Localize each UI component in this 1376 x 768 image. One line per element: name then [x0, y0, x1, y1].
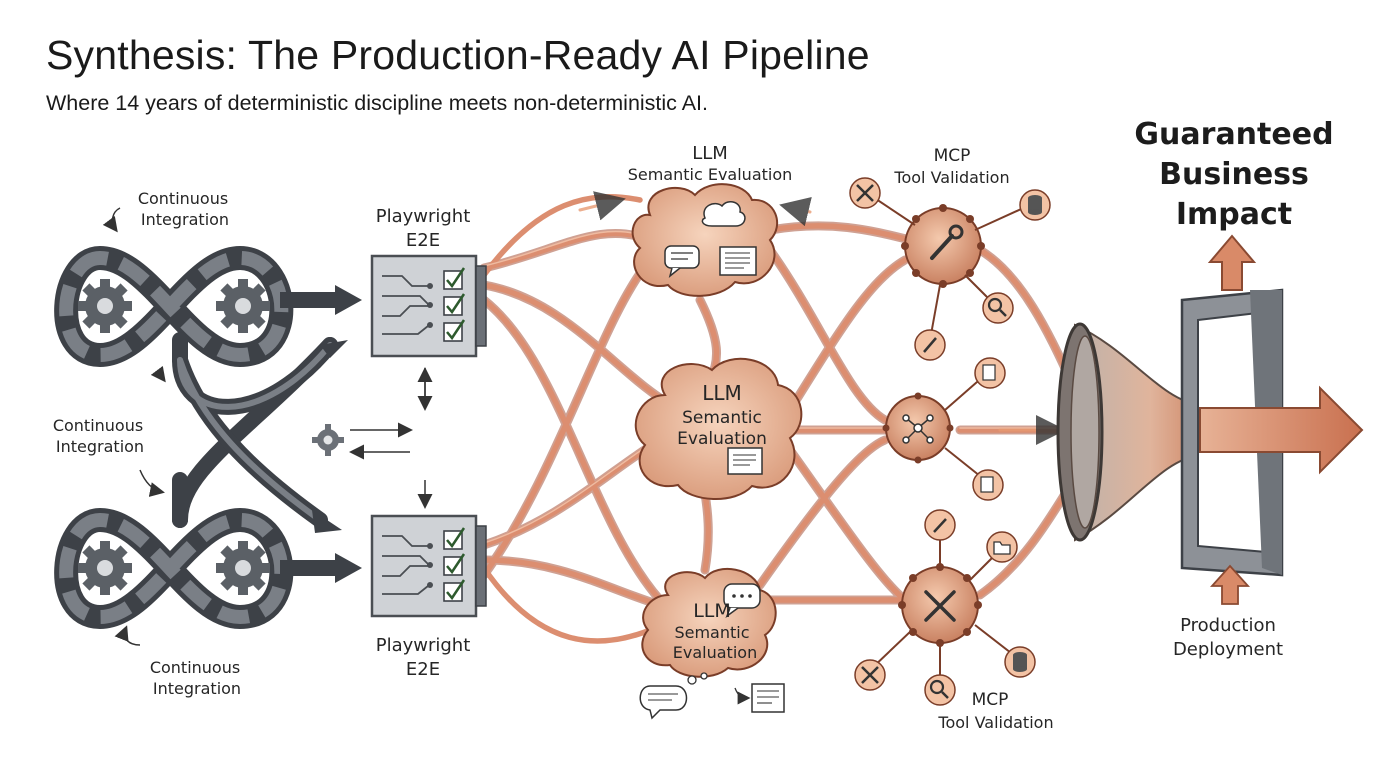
mcp-hub-bottom: [898, 563, 982, 647]
ci-label-middle-line1: Continuous: [53, 416, 143, 435]
magnifier-icon: [924, 674, 956, 706]
database-icon: [1004, 646, 1036, 678]
document-icon: [719, 246, 757, 276]
database-icon: [1019, 189, 1051, 221]
playwright-label-bottom-line1: Playwright: [376, 635, 471, 656]
speech-bubble-icon: [664, 245, 700, 278]
llm-label-bottom-line1: LLM: [693, 600, 731, 622]
mcp-label-bottom-line2: Tool Validation: [937, 713, 1053, 732]
tools-icon: [854, 659, 886, 691]
mcp-hub-top: [901, 204, 985, 288]
playwright-panel-top: [370, 254, 487, 358]
playwright-label-top-line1: Playwright: [376, 206, 471, 227]
thought-cloud-icon: [701, 201, 746, 227]
page-title: Synthesis: The Production-Ready AI Pipel…: [46, 32, 870, 78]
tools-icon: [849, 177, 881, 209]
llm-label-bottom-line2: Semantic: [674, 623, 749, 642]
impact-headline-line3: Impact: [1176, 197, 1292, 232]
playwright-label-bottom-line2: E2E: [406, 659, 440, 680]
checkbox-icon: [443, 527, 466, 602]
checkbox-icon: [443, 267, 466, 342]
deployment-arrow: [1209, 564, 1251, 605]
ci-label-bottom-line2: Integration: [153, 679, 241, 698]
gear-icon: [78, 541, 132, 595]
llm-label-top-line2: Semantic Evaluation: [628, 165, 793, 184]
mcp-label-top-line1: MCP: [934, 146, 971, 166]
magnifier-icon: [982, 292, 1014, 324]
llm-label-middle-line1: LLM: [702, 381, 742, 405]
llm-label-middle-line2: Semantic: [682, 408, 762, 428]
ci-label-top-line1: Continuous: [138, 189, 228, 208]
funnel: [1056, 322, 1201, 542]
llm-node-middle: [634, 357, 803, 500]
wrench-icon: [930, 224, 964, 260]
llm-node-top: [631, 183, 779, 297]
ci-label-bottom-line1: Continuous: [150, 658, 240, 677]
gear-icon: [216, 541, 270, 595]
llm-label-top-line1: LLM: [692, 143, 728, 164]
document-icon: [974, 357, 1006, 389]
page-subtitle: Where 14 years of deterministic discipli…: [46, 91, 708, 115]
mcp-label-top-line2: Tool Validation: [893, 168, 1009, 187]
document-icon: [727, 447, 763, 475]
impact-headline-line1: Guaranteed: [1134, 117, 1333, 152]
playwright-label-top-line2: E2E: [406, 230, 440, 251]
output-arrow: [1199, 385, 1364, 475]
tools-icon: [914, 329, 946, 361]
impact-arrow: [1207, 234, 1257, 291]
impact-headline-line2: Business: [1159, 157, 1309, 192]
mcp-label-bottom-line1: MCP: [972, 690, 1009, 710]
gear-icon: [216, 279, 270, 333]
ci-loop-bottom: [54, 508, 362, 629]
ci-label-top-line2: Integration: [141, 210, 229, 229]
document-icon: [972, 469, 1004, 501]
mcp-hub-middle: [882, 392, 954, 464]
ci-loop-top: [54, 246, 362, 367]
deployment-label-line1: Production: [1180, 615, 1276, 636]
document-icon: [734, 683, 785, 713]
llm-label-middle-line3: Evaluation: [677, 429, 767, 449]
deployment-label-line2: Deployment: [1173, 639, 1283, 660]
playwright-panel-bottom: [370, 514, 487, 618]
network-icon: [902, 414, 934, 444]
wrench-icon: [924, 509, 956, 541]
tools-icon: [924, 590, 956, 622]
ci-label-middle-line2: Integration: [56, 437, 144, 456]
llm-node-bottom: [641, 568, 777, 678]
speech-bubble-icon: [639, 672, 708, 720]
speech-bubble-icon: [723, 583, 761, 619]
llm-label-bottom-line3: Evaluation: [673, 643, 757, 662]
gear-icon: [78, 279, 132, 333]
folder-icon: [986, 531, 1018, 563]
gear-icon: [312, 424, 344, 456]
